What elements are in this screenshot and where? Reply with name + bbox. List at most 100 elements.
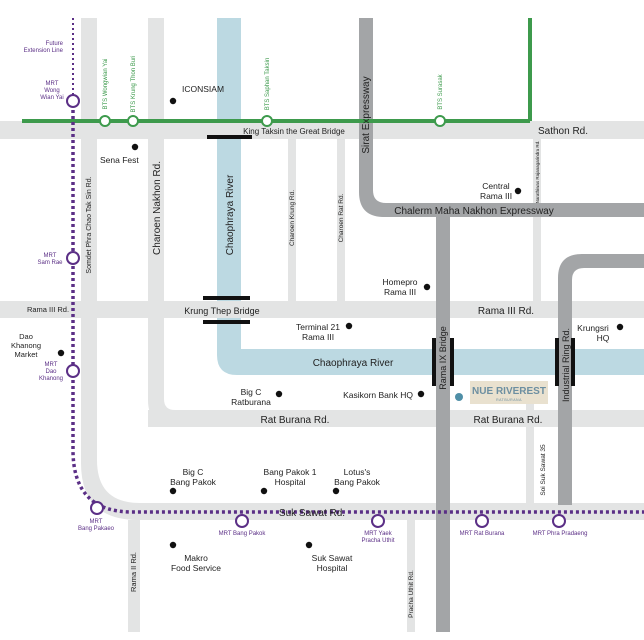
bts-silom-line xyxy=(22,18,532,127)
charoen-krung-label: Charoen Krung Rd. xyxy=(289,190,296,246)
pracha-uthit-road xyxy=(407,520,415,632)
bigc-bangpakok-label-2: Bang Pakok xyxy=(170,477,217,487)
central-label-2: Rama III xyxy=(480,191,512,201)
bangpakok-hospital-marker xyxy=(260,487,268,495)
terminal21-label-1: Terminal 21 xyxy=(296,322,340,332)
chaophraya-river xyxy=(217,18,644,375)
mrt-phra-pradaeng-station xyxy=(552,514,566,528)
sirat-expressway-label: Sirat Expressway xyxy=(361,76,372,153)
industrial-ring-label: Industrial Ring Rd. xyxy=(561,328,571,402)
bts-saphan-taksin-label: BTS Saphan Taksin xyxy=(265,58,271,111)
mrt-phra-pradaeng-label: MRT Phra Pradaeng xyxy=(533,531,588,537)
bangpakok-hospital-label-1: Bang Pakok 1 xyxy=(264,467,317,477)
mrt-dao-khanong-station xyxy=(66,364,80,378)
mrt-wong-wian-yai-label-1: MRT xyxy=(46,81,59,87)
bigc-ratburana-marker xyxy=(275,390,283,398)
terminal21-label-2: Rama III xyxy=(302,332,334,342)
sena-fest-marker xyxy=(131,143,139,151)
mrt-bang-pakaeo-station xyxy=(90,501,104,515)
rat-burana-road xyxy=(148,410,644,427)
suksawat-hospital-marker xyxy=(305,541,313,549)
mrt-wong-wian-yai-station xyxy=(66,94,80,108)
expressways xyxy=(359,18,644,632)
mrt-rat-burana-label: MRT Rat Burana xyxy=(460,531,505,537)
mrt-dao-khanong-label-2: Dao xyxy=(45,369,57,375)
dao-khanong-market-label-3: Market xyxy=(15,350,39,359)
iconsiam-marker xyxy=(169,97,177,105)
homepro-label-2: Rama III xyxy=(384,287,416,297)
chalerm-expressway-label: Chalerm Maha Nakhon Expressway xyxy=(394,206,554,217)
charoen-krung-road xyxy=(288,130,296,302)
mrt-dao-khanong-label-1: MRT xyxy=(45,362,58,368)
mrt-yaek-pracha-uthit-label-1: MRT Yaek xyxy=(364,531,393,537)
narathiwas-label: Narathiwas Rajanagarindra Rd. xyxy=(535,141,540,204)
rama9-bridge-label: Rama IX Bridge xyxy=(438,326,448,390)
place-labels: ICONSIAM Sena Fest Central Rama III Home… xyxy=(11,84,610,573)
bigc-ratburana-label-2: Ratburana xyxy=(231,397,271,407)
krung-thep-bridge-label: Krung Thep Bridge xyxy=(184,306,259,316)
project-subtitle: RATBURANA xyxy=(496,398,522,402)
rama9-bridge-road xyxy=(436,210,450,632)
mrt-bang-pakaeo-label-2: Bang Pakaeo xyxy=(78,526,115,532)
mrt-sam-rae-station xyxy=(66,251,80,265)
mrt-yaek-pracha-uthit-label-2: Pracha Uthit xyxy=(361,538,394,544)
mrt-sam-rae-label-2: Sam Rae xyxy=(37,260,63,266)
iconsiam-label: ICONSIAM xyxy=(182,84,224,94)
river-vertical-label: Chaophraya River xyxy=(225,174,236,255)
future-line-label-1: Future xyxy=(46,41,64,47)
homepro-marker xyxy=(423,283,431,291)
central-rama3-marker xyxy=(514,187,522,195)
suksawat-hospital-label-1: Suk Sawat xyxy=(312,553,353,563)
mrt-bang-pakaeo-label-1: MRT xyxy=(90,519,103,525)
mrt-dao-khanong-label-3: Khanong xyxy=(39,376,63,382)
sena-fest-label: Sena Fest xyxy=(100,155,139,165)
soi-suk-sawat-label: Soi Suk Sawat 35 xyxy=(540,444,547,496)
bts-surasak-label: BTS Surasak xyxy=(438,73,444,109)
somdet-label: Somdet Phra Chao Tak Sin Rd. xyxy=(86,176,93,273)
mrt-bang-pakok-label: MRT Bang Pakok xyxy=(219,531,267,537)
rama2-road xyxy=(128,520,140,632)
king-taksin-bridge-label: King Taksin the Great Bridge xyxy=(243,127,345,136)
major-roads xyxy=(0,18,644,520)
rat-burana-right-label: Rat Burana Rd. xyxy=(474,415,543,426)
sathon-label: Sathon Rd. xyxy=(538,126,588,137)
mrt-labels: Future Extension Line MRT Wong Wian Yai … xyxy=(24,41,588,544)
poi-dots xyxy=(57,97,624,549)
industrial-ring-road xyxy=(558,254,644,505)
rama2-label: Rama II Rd. xyxy=(129,552,138,592)
bts-surasak-station xyxy=(434,115,446,127)
road-labels: Sathon Rd. King Taksin the Great Bridge … xyxy=(27,76,588,617)
charoen-rat-road xyxy=(337,130,345,302)
rama3-left-label: Rama III Rd. xyxy=(27,305,69,314)
mrt-bang-pakok-station xyxy=(235,514,249,528)
krungsri-label-2: HQ xyxy=(597,333,610,343)
bigc-bangpakok-label-1: Big C xyxy=(183,467,204,477)
bridges xyxy=(203,135,575,386)
future-line-label-2: Extension Line xyxy=(24,48,64,54)
makro-marker xyxy=(169,541,177,549)
lotuss-label-1: Lotus's xyxy=(344,467,371,477)
makro-label-1: Makro xyxy=(184,553,208,563)
kasikorn-marker xyxy=(417,390,425,398)
krungsri-label-1: Krungsri xyxy=(577,323,609,333)
bts-krung-thon-buri-label: BTS Krung Thon Buri xyxy=(131,56,137,113)
dao-khanong-market-label-2: Khanong xyxy=(11,341,41,350)
charoen-rat-label: Charoen Rat Rd. xyxy=(338,193,345,242)
mrt-rat-burana-station xyxy=(475,514,489,528)
pracha-uthit-label: Pracha Uthit Rd. xyxy=(408,570,415,618)
project-logo-box xyxy=(470,381,548,404)
bigc-bangpakok-marker xyxy=(169,487,177,495)
mrt-sam-rae-label-1: MRT xyxy=(44,253,57,259)
bts-krung-thon-buri-station xyxy=(127,115,139,127)
dao-khanong-market-marker xyxy=(57,349,65,357)
central-label-1: Central xyxy=(482,181,510,191)
bts-labels: BTS Wongwian Yai BTS Krung Thon Buri BTS… xyxy=(103,56,444,113)
project-name: NUE RIVEREST xyxy=(472,386,546,397)
kasikorn-label: Kasikorn Bank HQ xyxy=(343,390,413,400)
charoen-nakhon-label: Charoen Nakhon Rd. xyxy=(152,161,163,255)
suksawat-hospital-label-2: Hospital xyxy=(317,563,348,573)
bangpakok-hospital-label-2: Hospital xyxy=(275,477,306,487)
terminal21-marker xyxy=(345,322,353,330)
river-horizontal-label: Chaophraya River xyxy=(313,358,394,369)
